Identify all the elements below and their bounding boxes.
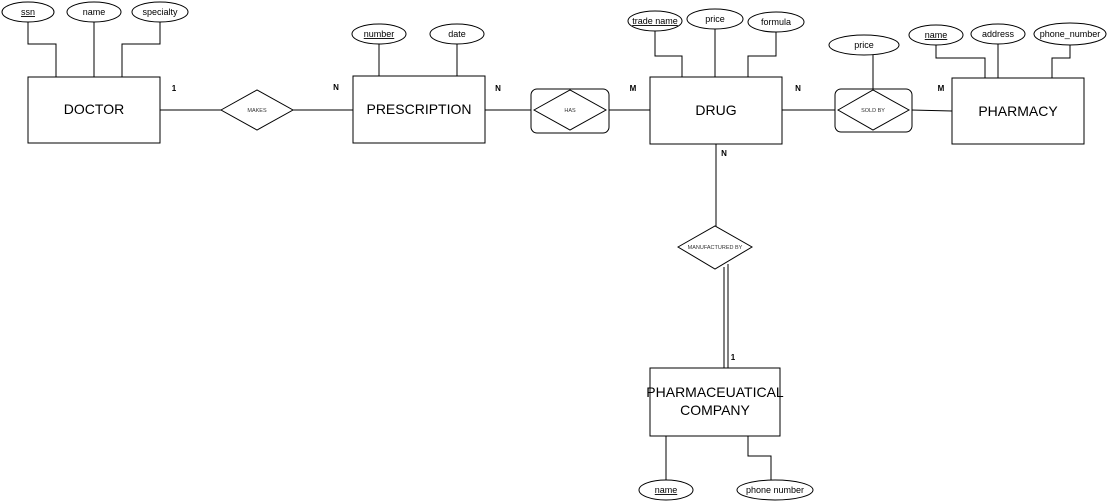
relationship-sold-by-label: SOLD BY [861, 108, 885, 114]
attribute-prescription-date[interactable]: date [429, 23, 485, 45]
line-doctor-ssn [27, 22, 57, 77]
connector-lines [27, 22, 1071, 480]
relationship-makes[interactable]: MAKES [219, 89, 295, 131]
entity-doctor-label: DOCTOR [64, 101, 124, 117]
attribute-sold-by-price-label: price [854, 40, 874, 50]
entity-company-label-line2: COMPANY [680, 402, 750, 418]
cardinality-drug-sold-by: N [795, 84, 801, 93]
attribute-drug-trade-name[interactable]: trade name [627, 10, 683, 32]
cardinality-has-drug: M [630, 84, 637, 93]
attribute-doctor-specialty-label: specialty [142, 7, 178, 17]
cardinality-manufactured-company: 1 [731, 353, 736, 362]
attribute-drug-formula[interactable]: formula [747, 11, 805, 33]
entity-prescription-label: PRESCRIPTION [366, 101, 471, 117]
attribute-doctor-ssn-label: ssn [21, 7, 35, 17]
attribute-pharmacy-address-label: address [982, 29, 1015, 39]
attribute-doctor-ssn[interactable]: ssn [1, 1, 55, 23]
entity-doctor[interactable]: DOCTOR [27, 76, 161, 144]
entity-drug[interactable]: DRUG [649, 76, 783, 145]
attribute-sold-by-price[interactable]: price [828, 34, 900, 56]
cardinality-prescription-has: N [495, 84, 501, 93]
entity-company-label-line1: PHARMACEUATICAL [646, 384, 784, 400]
attribute-company-name-label: name [655, 485, 678, 495]
attribute-drug-price-label: price [705, 14, 725, 24]
attribute-drug-price[interactable]: price [686, 8, 744, 30]
line-drug-tradename [654, 30, 683, 77]
relationship-has-label: HAS [564, 108, 576, 114]
attribute-pharmacy-name[interactable]: name [908, 24, 964, 46]
entity-pharmaceutical-company[interactable]: PHARMACEUATICAL COMPANY [646, 367, 784, 437]
attribute-prescription-number-label: number [364, 29, 395, 39]
relationship-makes-label: MAKES [247, 108, 267, 114]
attribute-drug-formula-label: formula [761, 17, 791, 27]
attribute-company-phone-number-label: phone number [746, 485, 804, 495]
cardinality-drug-manufactured: N [721, 149, 727, 158]
attribute-doctor-specialty[interactable]: specialty [131, 1, 189, 23]
line-doctor-specialty [121, 22, 161, 77]
relationship-sold-by[interactable]: SOLD BY [834, 88, 913, 133]
attribute-doctor-name-label: name [83, 7, 106, 17]
line-soldby-pharmacy [910, 109, 953, 112]
attribute-pharmacy-name-label: name [925, 30, 948, 40]
attribute-prescription-number[interactable]: number [351, 23, 407, 45]
cardinality-makes-prescription: N [333, 83, 339, 92]
entity-pharmacy-label: PHARMACY [978, 103, 1058, 119]
entity-prescription[interactable]: PRESCRIPTION [352, 75, 486, 144]
cardinality-doctor-makes: 1 [172, 84, 177, 93]
entity-drug-label: DRUG [695, 102, 736, 118]
line-company-phone [747, 436, 772, 480]
line-pharmacy-phone [1051, 45, 1071, 78]
relationship-manufactured-by[interactable]: MANUFACTURED BY [677, 225, 753, 270]
relationship-has[interactable]: HAS [530, 88, 610, 134]
attribute-prescription-date-label: date [448, 29, 466, 39]
attribute-company-phone-number[interactable]: phone number [736, 479, 814, 501]
attribute-pharmacy-address[interactable]: address [970, 23, 1026, 45]
attribute-pharmacy-phone-number-label: phone_number [1040, 29, 1101, 39]
cardinality-sold-by-pharmacy: M [938, 84, 945, 93]
line-drug-formula [747, 31, 777, 77]
attribute-company-name[interactable]: name [638, 479, 694, 501]
line-pharmacy-name [935, 43, 986, 78]
attribute-doctor-name[interactable]: name [66, 1, 122, 23]
cardinality-labels: 1 N N M N M N 1 [172, 83, 945, 362]
attribute-drug-trade-name-label: trade name [632, 16, 678, 26]
entity-pharmacy[interactable]: PHARMACY [951, 77, 1085, 145]
relationship-manufactured-by-label: MANUFACTURED BY [688, 245, 743, 251]
attribute-pharmacy-phone-number[interactable]: phone_number [1033, 22, 1107, 46]
